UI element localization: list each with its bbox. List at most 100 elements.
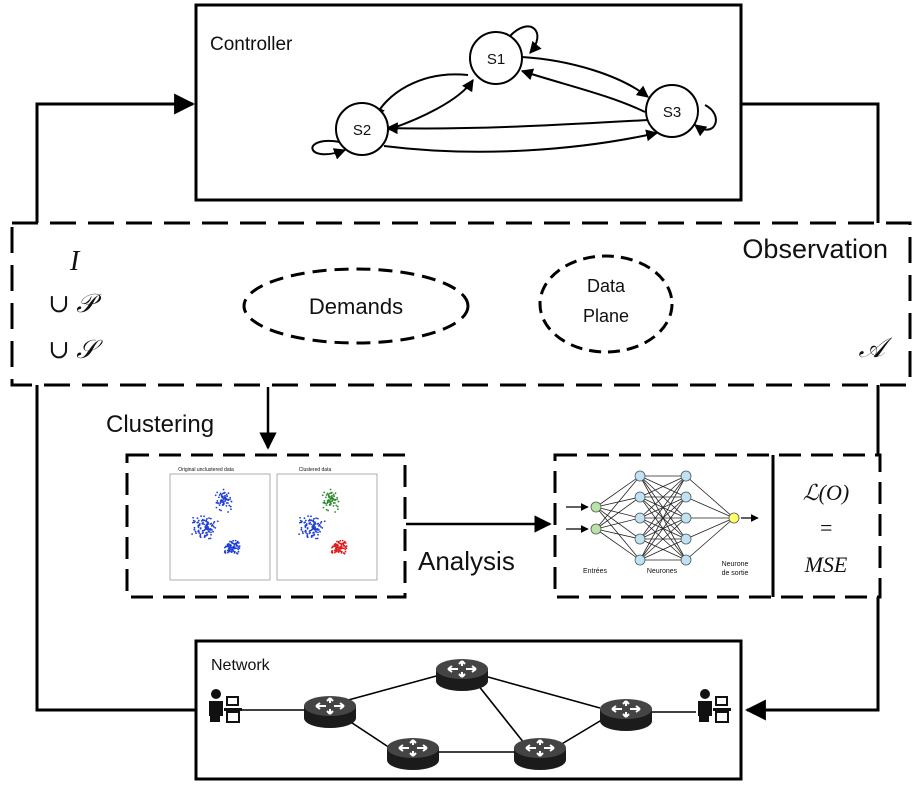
loss-equals: = [819, 515, 834, 540]
scatter-point [337, 541, 340, 544]
scatter-point [334, 547, 337, 550]
scatter-point [229, 546, 232, 548]
scatter-point [220, 509, 222, 512]
loss-function: ℒ(O) [803, 480, 849, 505]
scatter-point [323, 499, 326, 502]
scatter-point [216, 491, 219, 494]
router-icon [599, 698, 653, 732]
scatter-point [230, 508, 232, 511]
scatter-point [219, 501, 222, 504]
analysis-label: Analysis [418, 546, 515, 576]
scatter-point [236, 540, 239, 543]
nn-connection [595, 506, 641, 540]
scatter-point [199, 527, 202, 529]
neural-network-box: Entrées Neurones Neurone de sortie ℒ(O) … [553, 453, 882, 599]
scatter-point [327, 509, 329, 512]
scatter-point [225, 493, 228, 496]
scatter-point [224, 550, 226, 553]
scatter-point [323, 520, 326, 523]
scatter-point [307, 519, 310, 522]
nn-connection [595, 496, 641, 530]
scatter-point [211, 524, 214, 527]
scatter-point [333, 543, 336, 546]
scatter-point [299, 519, 302, 522]
scatter-point [200, 515, 202, 518]
scatter-point [217, 502, 220, 505]
scatter-point [206, 517, 208, 520]
scatter-point [238, 545, 241, 548]
nn-neuron [728, 512, 740, 524]
router-icon [435, 658, 489, 692]
scatter-point [223, 496, 226, 499]
scatter-point [215, 506, 218, 509]
nn-label-output-line1: Neurone [722, 561, 749, 568]
scatter-point [203, 515, 205, 518]
scatter-point [229, 505, 232, 508]
scatter-point [316, 523, 319, 525]
scatter-point [316, 528, 318, 531]
nn-neuron [634, 512, 646, 524]
scatter-point [224, 500, 226, 503]
scatter-point [308, 522, 311, 525]
scatter-point [206, 533, 209, 536]
scatter-point [333, 549, 336, 552]
scatter-point [341, 539, 344, 542]
scatter-point [345, 545, 348, 548]
scatter-point [315, 517, 317, 520]
scatter-point [209, 528, 211, 531]
set-p: ∪ 𝒫 [48, 289, 102, 318]
scatter-point [323, 491, 326, 494]
state-s2: S2 [335, 102, 389, 156]
scatter-point [338, 546, 341, 549]
scatter-point [220, 495, 223, 498]
scatter-point [202, 531, 204, 534]
scatter-point [313, 517, 315, 520]
scatter-point [342, 552, 345, 554]
scatter-point [300, 528, 303, 531]
scatter-point [308, 530, 311, 532]
plot-title-unclustered: Original unclustered data [178, 467, 234, 473]
scatter-point [216, 499, 219, 502]
scatter-point [234, 551, 236, 553]
scatter-point [216, 520, 219, 523]
scatter-point [226, 543, 229, 546]
scatter-point [302, 532, 304, 535]
scatter-point [237, 550, 240, 553]
scatter-point [220, 493, 223, 496]
scatter-point [331, 497, 333, 500]
scatter-point [339, 539, 342, 542]
nn-connection [595, 506, 641, 561]
scatter-point [200, 519, 203, 522]
scatter-point [326, 501, 329, 504]
scatter-point [332, 497, 335, 500]
scatter-point [212, 525, 215, 528]
scatter-point [226, 549, 229, 552]
scatter-point [334, 511, 337, 513]
scatter-point [304, 519, 307, 522]
scatter-point [310, 515, 312, 518]
scatter-point [314, 521, 316, 524]
scatter-point [327, 495, 330, 498]
scatter-point [320, 520, 323, 523]
scatter-point [310, 529, 313, 532]
nn-neuron [634, 491, 646, 503]
scatter-point [310, 523, 313, 526]
nn-connection [595, 528, 641, 540]
nn-neuron [634, 533, 646, 545]
scatter-point [201, 522, 204, 525]
scatter-point [321, 526, 324, 529]
nn-label-inputs: Entrées [583, 568, 608, 575]
scatter-point [227, 502, 229, 504]
scatter-point [218, 508, 221, 511]
scatter-point [333, 495, 335, 498]
observation-title: Observation [742, 234, 888, 264]
scatter-point [301, 530, 304, 533]
scatter-point [344, 542, 347, 544]
scatter-point [196, 521, 199, 524]
scatter-point [195, 532, 197, 535]
scatter-point [327, 493, 330, 496]
scatter-point [341, 551, 343, 553]
scatter-point [340, 542, 343, 545]
scatter-point [321, 494, 324, 497]
